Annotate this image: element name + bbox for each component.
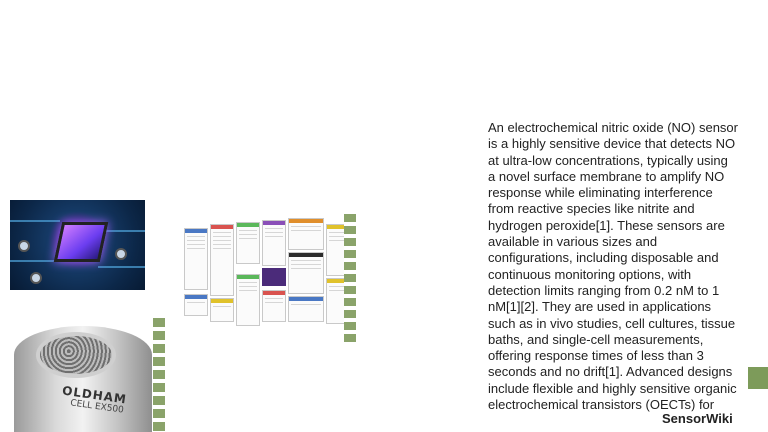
article-text: An electrochemical nitric oxide (NO) sen… (488, 120, 738, 413)
site-watermark: SensorWiki (662, 411, 733, 426)
microchip-image (10, 200, 145, 290)
side-tab[interactable] (748, 367, 768, 389)
gas-sensor-image: OLDHAM CELL EX500 (0, 318, 165, 432)
classification-diagram-image (182, 214, 356, 342)
